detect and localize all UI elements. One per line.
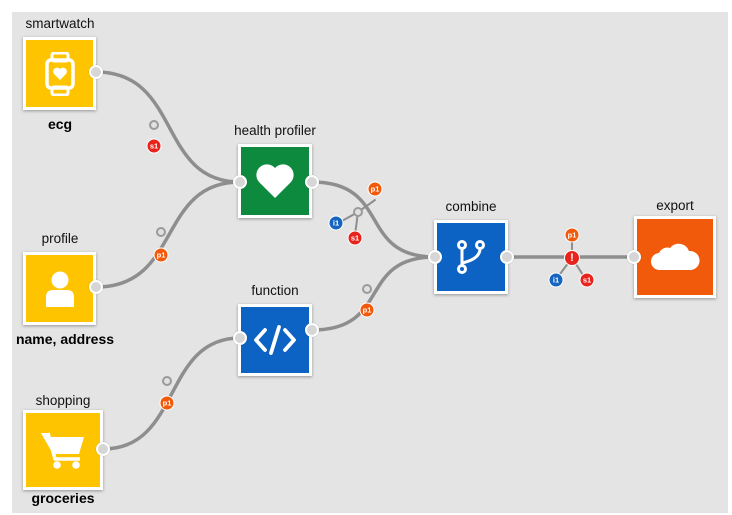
export-node[interactable] — [634, 216, 716, 298]
health-profiler-out-port[interactable] — [305, 175, 319, 189]
combine-in-port[interactable] — [428, 250, 442, 264]
health-profiler-in-port[interactable] — [233, 175, 247, 189]
function-in-port[interactable] — [233, 331, 247, 345]
shopping-out-port[interactable] — [96, 442, 110, 456]
badge-s1[interactable]: s1 — [347, 230, 363, 246]
export-in-port[interactable] — [627, 250, 641, 264]
function-label: function — [251, 283, 299, 298]
shopping-node[interactable] — [23, 410, 103, 490]
function-node[interactable] — [238, 304, 312, 376]
pipeline-canvas: smartwatch ecg profile name, address sho… — [12, 12, 728, 513]
merge-icon — [457, 240, 485, 274]
badge-p1[interactable]: p1 — [153, 247, 169, 263]
badge-i1[interactable]: i1 — [328, 215, 344, 231]
edge-health-to-combine — [310, 180, 437, 259]
edge-function-to-combine — [310, 255, 437, 332]
smartwatch-sublabel: ecg — [47, 116, 73, 132]
combine-out-port[interactable] — [500, 250, 514, 264]
combine-label: combine — [445, 199, 497, 214]
edges-layer — [94, 70, 636, 451]
edge-shopping-to-function — [101, 336, 242, 451]
function-out-port[interactable] — [305, 323, 319, 337]
smartwatch-node[interactable] — [23, 37, 96, 110]
badge-stub-health — [341, 199, 376, 236]
smartwatch-label: smartwatch — [25, 16, 95, 31]
edge-hub-shopping[interactable] — [162, 376, 172, 386]
cloud-icon — [650, 243, 700, 271]
edge-hub-health[interactable] — [353, 207, 363, 217]
edge-profile-to-health — [94, 180, 242, 289]
profile-out-port[interactable] — [89, 280, 103, 294]
badge-p1[interactable]: p1 — [564, 227, 580, 243]
badge-s1[interactable]: s1 — [579, 272, 595, 288]
alert-icon[interactable]: ! — [564, 250, 580, 266]
combine-node[interactable] — [434, 220, 508, 294]
cart-icon — [41, 432, 84, 469]
badge-p1[interactable]: p1 — [159, 395, 175, 411]
shopping-label: shopping — [35, 393, 91, 408]
badge-i1[interactable]: i1 — [548, 272, 564, 288]
edge-hub-profile[interactable] — [156, 227, 166, 237]
health-profiler-label: health profiler — [234, 123, 316, 138]
profile-label: profile — [41, 231, 79, 246]
smartwatch-out-port[interactable] — [89, 65, 103, 79]
profile-sublabel: name, address — [15, 331, 115, 347]
edge-hub-function[interactable] — [362, 284, 372, 294]
heart-icon — [256, 164, 294, 198]
smartwatch-icon — [44, 51, 75, 96]
badge-p1[interactable]: p1 — [367, 181, 383, 197]
export-label: export — [656, 198, 694, 213]
code-icon — [254, 325, 296, 355]
edge-smartwatch-to-health — [94, 70, 242, 184]
edge-hub-smartwatch[interactable] — [149, 120, 159, 130]
badge-s1[interactable]: s1 — [146, 138, 162, 154]
health-profiler-node[interactable] — [238, 144, 312, 218]
shopping-sublabel: groceries — [31, 490, 95, 506]
badge-p1[interactable]: p1 — [359, 302, 375, 318]
profile-node[interactable] — [23, 252, 96, 325]
user-icon — [45, 271, 74, 307]
